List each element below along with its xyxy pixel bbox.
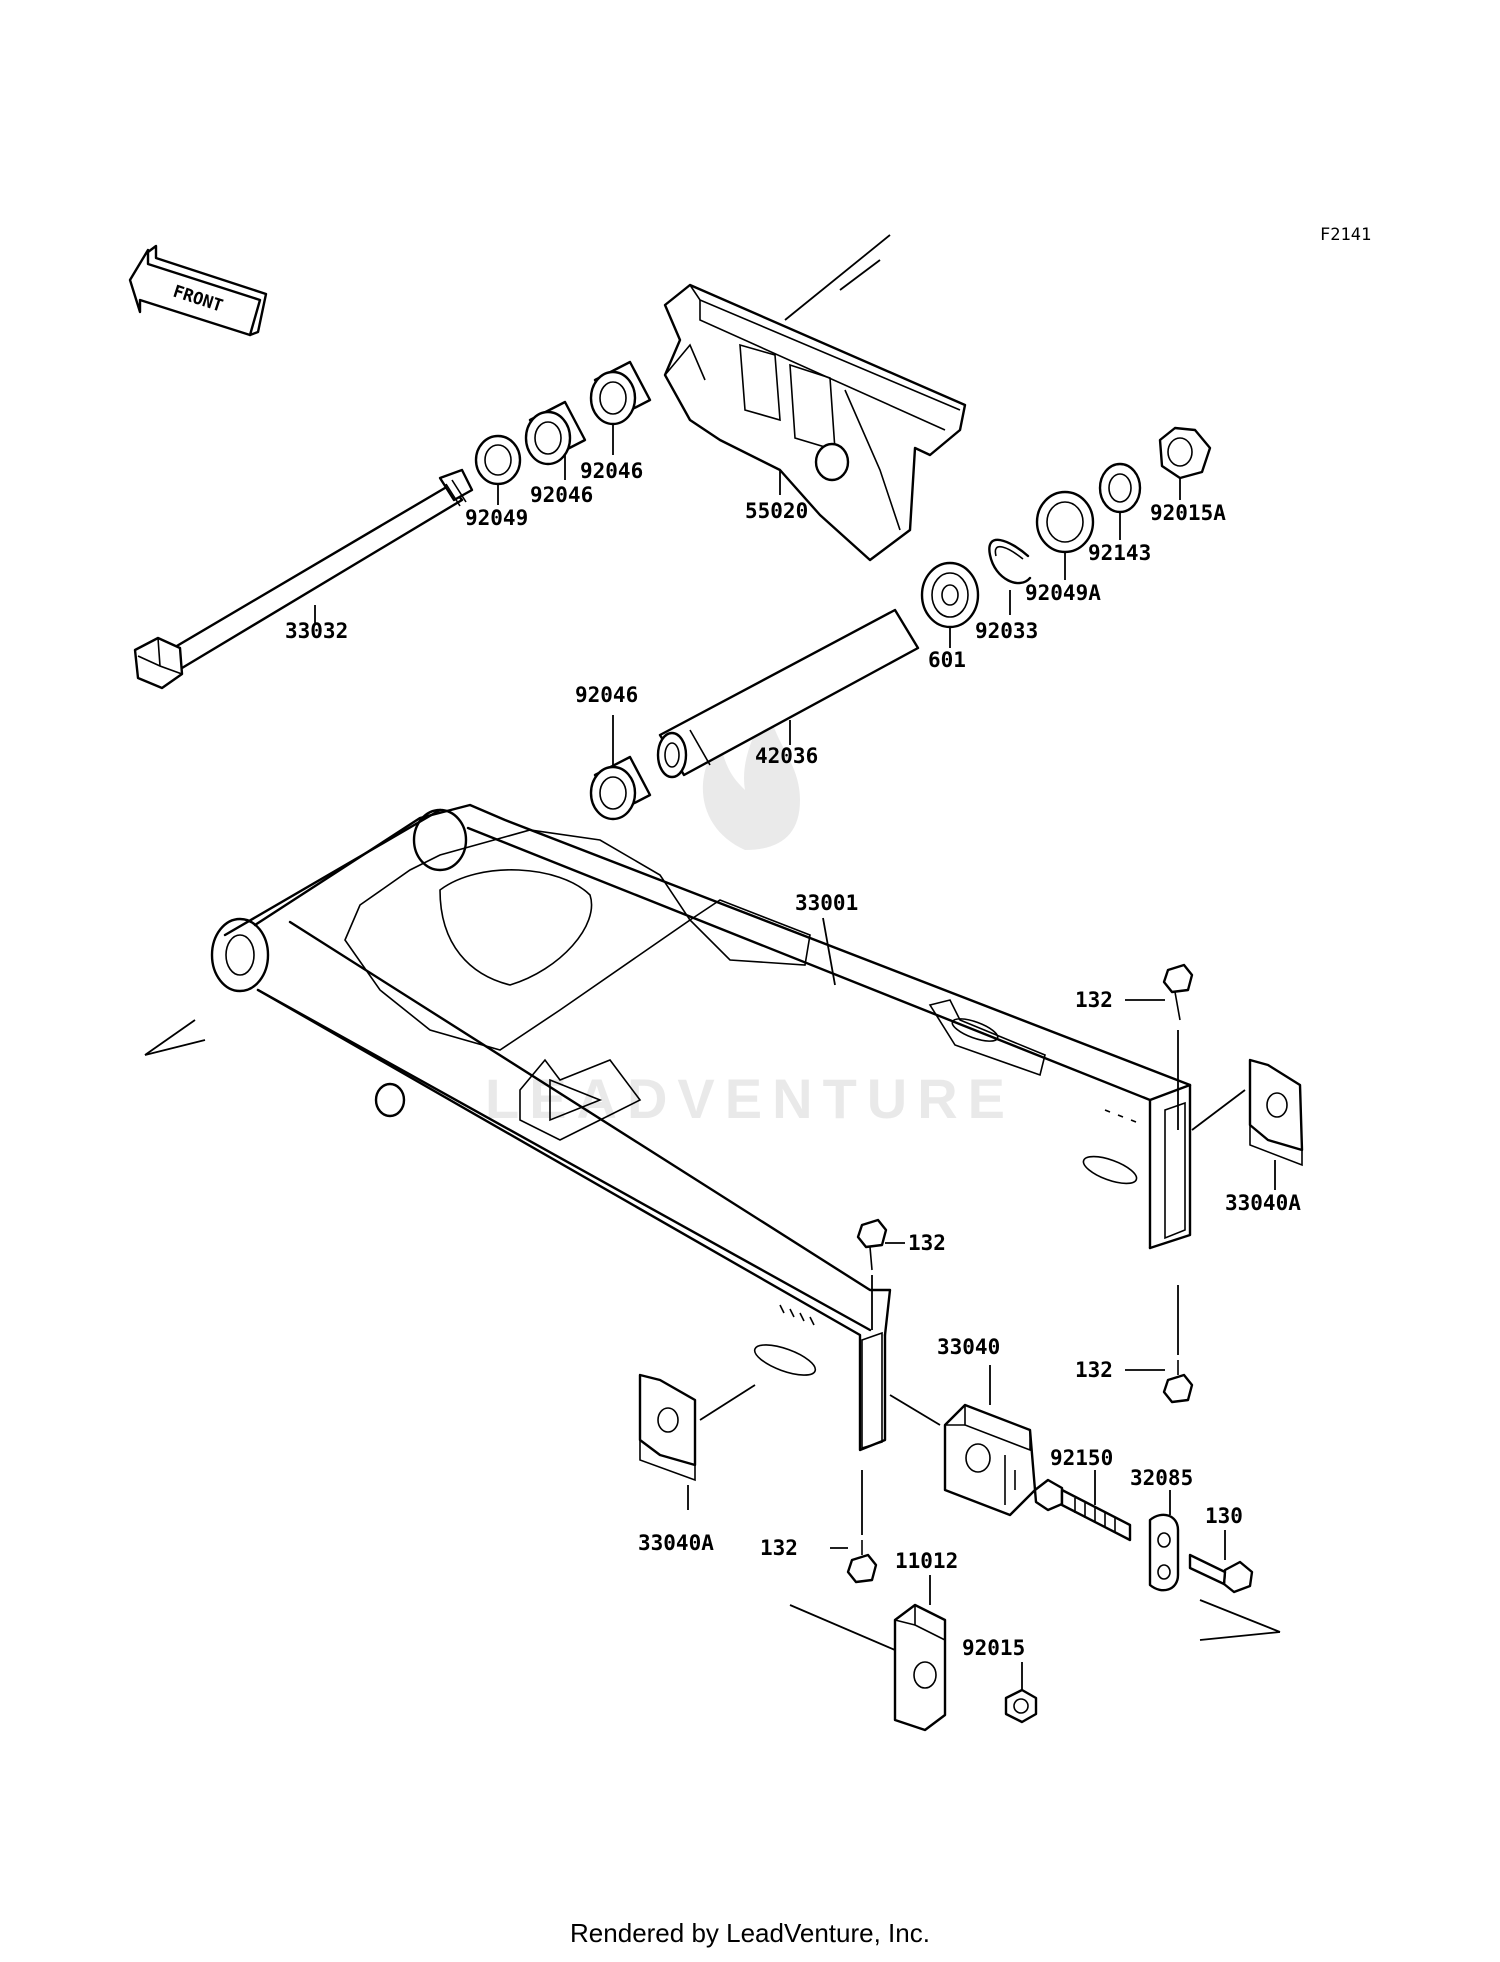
chain-guide-55020 — [663, 283, 967, 562]
label-42036: 42036 — [755, 744, 818, 768]
label-92033: 92033 — [975, 619, 1038, 643]
label-33001: 33001 — [795, 891, 858, 915]
adjuster-plate-33040A-left — [638, 1373, 756, 1510]
label-33040A-left: 33040A — [638, 1531, 714, 1555]
label-132-b: 132 — [908, 1231, 946, 1255]
adjuster-block-33040 — [889, 1365, 1037, 1517]
adjusting-bolt-92150 — [1033, 1470, 1132, 1542]
collar-92143 — [1098, 462, 1142, 514]
watermark-text: LEADVENTURE — [485, 1067, 1015, 1130]
label-33032: 33032 — [285, 619, 348, 643]
diagram-code: F2141 — [1320, 225, 1371, 245]
bolt-132-d — [846, 1470, 878, 1584]
footer-credit: Rendered by LeadVenture, Inc. — [570, 1918, 930, 1948]
ball-bearing-601 — [920, 561, 980, 629]
bracket-11012 — [893, 1575, 947, 1732]
label-92015: 92015 — [962, 1636, 1025, 1660]
nut-92015 — [1004, 1662, 1038, 1724]
label-601: 601 — [928, 648, 966, 672]
label-33040A-right: 33040A — [1225, 1191, 1301, 1215]
adjuster-plate-33040A-right — [1191, 1058, 1304, 1190]
label-55020: 55020 — [745, 499, 808, 523]
label-92046-c: 92046 — [575, 683, 638, 707]
leadventure-watermark: LEADVENTURE — [485, 705, 1015, 1130]
collar-nut-92015A — [1158, 426, 1212, 480]
label-92049: 92049 — [465, 506, 528, 530]
needle-bearing-92046-b — [589, 360, 652, 426]
reference-lines — [144, 234, 1281, 1651]
pivot-shaft-33032 — [133, 468, 474, 690]
bolt-132-a — [1162, 963, 1194, 1130]
label-132-d: 132 — [760, 1536, 798, 1560]
label-33040: 33040 — [937, 1335, 1000, 1359]
bolt-132-c — [1162, 1285, 1194, 1404]
label-92015A: 92015A — [1150, 501, 1226, 525]
plate-32085 — [1148, 1490, 1180, 1592]
label-92049A: 92049A — [1025, 581, 1101, 605]
circlip-92033 — [988, 538, 1032, 585]
label-92143: 92143 — [1088, 541, 1151, 565]
label-132-c: 132 — [1075, 1358, 1113, 1382]
needle-bearing-92046-c — [589, 755, 652, 821]
bolt-132-b — [856, 1218, 888, 1330]
needle-bearing-92046-a — [524, 400, 587, 466]
label-92150: 92150 — [1050, 1446, 1113, 1470]
bolt-130 — [1188, 1530, 1254, 1594]
flame-logo-icon — [702, 705, 800, 850]
swingarm-33001 — [210, 803, 1192, 1452]
label-32085: 32085 — [1130, 1466, 1193, 1490]
label-130: 130 — [1205, 1504, 1243, 1528]
collar-92049 — [474, 434, 522, 486]
front-arrow-icon: FRONT — [128, 244, 268, 337]
label-leaders — [314, 425, 1181, 1549]
label-11012: 11012 — [895, 1549, 958, 1573]
label-92046-a: 92046 — [530, 483, 593, 507]
right-pivot-hardware — [920, 426, 1212, 629]
seal-92049A — [1035, 490, 1095, 554]
label-132-a: 132 — [1075, 988, 1113, 1012]
part-labels: 33032 92049 92046 92046 55020 92015A 921… — [285, 459, 1301, 1660]
label-92046-b: 92046 — [580, 459, 643, 483]
pivot-bushings — [474, 360, 652, 486]
sleeve-42036 — [656, 608, 920, 779]
